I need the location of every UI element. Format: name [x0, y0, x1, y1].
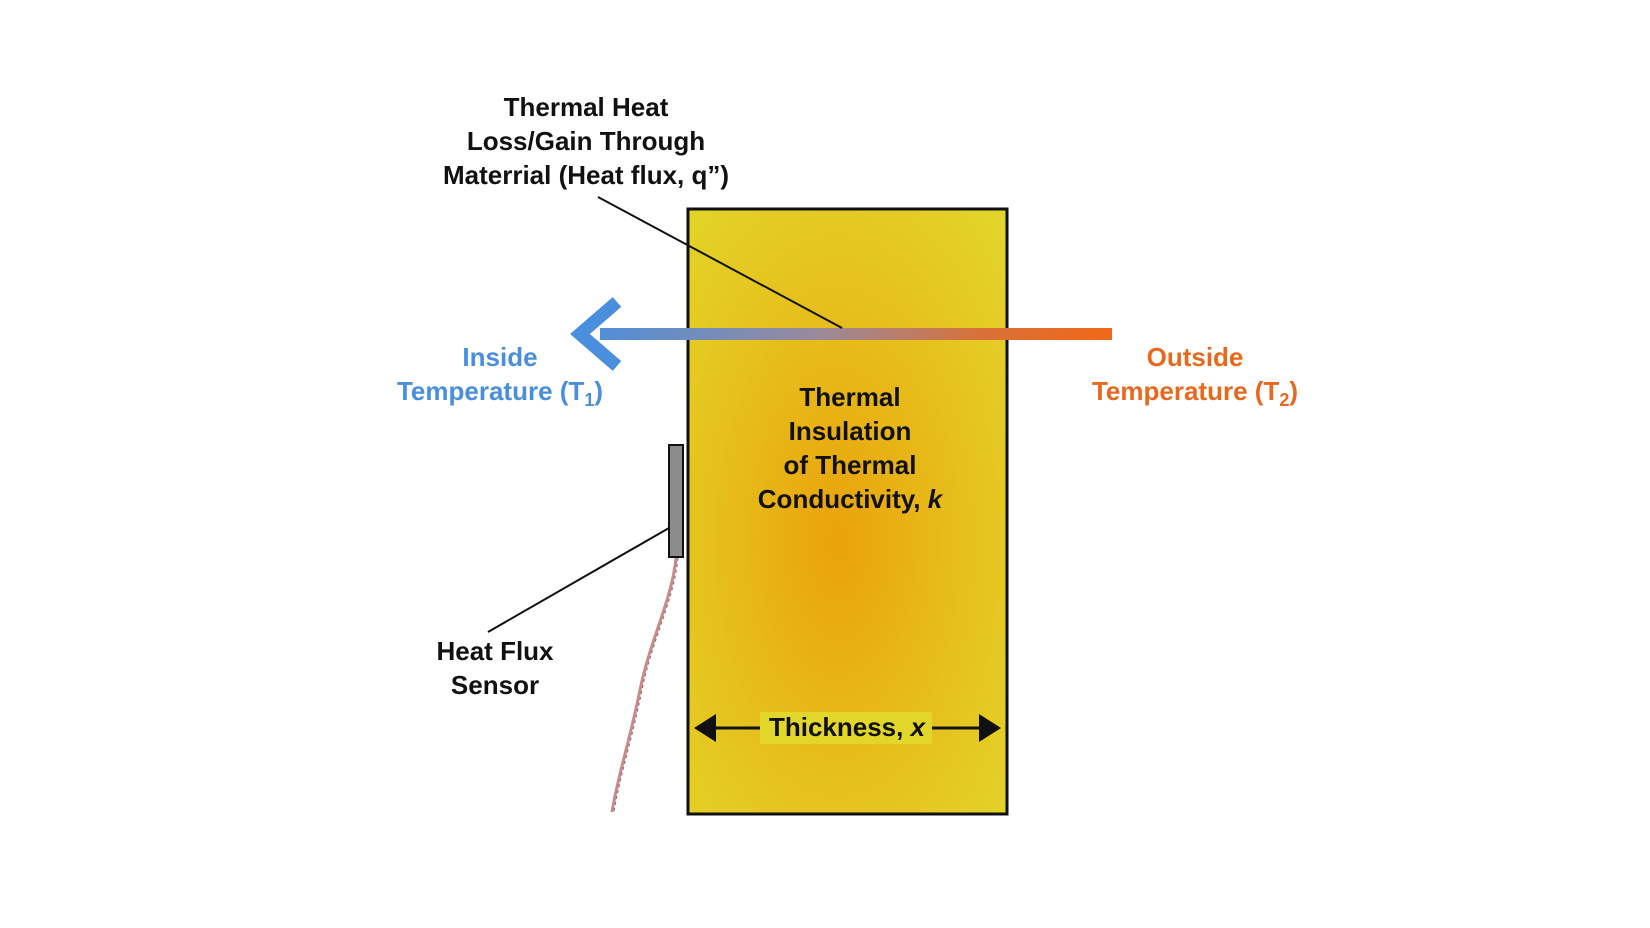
- heat-flux-label-line2: Loss/Gain Through: [466, 126, 706, 156]
- heat-flux-label-line1: Thermal Heat: [503, 92, 669, 122]
- insulation-label-line4: Conductivity, k: [730, 482, 970, 516]
- thickness-label-line: Thickness, x: [758, 712, 936, 742]
- outside-label-line1: Outside: [1146, 342, 1244, 372]
- heat-flux-sensor: [668, 444, 684, 558]
- inside-label-subscript: 1: [584, 390, 595, 410]
- thickness-arrow-right-head: [979, 714, 1001, 742]
- thickness-label-backdrop: [760, 712, 932, 744]
- outside-label-subscript: 2: [1279, 390, 1290, 410]
- sensor-label-line2: Sensor: [450, 670, 540, 700]
- conductivity-variable: k: [927, 484, 943, 514]
- thickness-arrow-left-head: [694, 714, 716, 742]
- outside-temperature-label: Outside Temperature (T2): [1060, 340, 1330, 410]
- insulation-label-line3: of Thermal: [783, 450, 917, 480]
- insulation-label-line1: Thermal: [799, 382, 901, 412]
- inside-label-line2: Temperature (T1): [380, 374, 620, 410]
- outside-label-paren: ): [1289, 376, 1299, 406]
- inside-temperature-label: Inside Temperature (T1): [380, 340, 620, 410]
- sensor-wire: [610, 557, 678, 813]
- thickness-variable: x: [910, 712, 926, 742]
- heat-flux-leader-line: [597, 196, 843, 329]
- heat-flow-arrow-shaft: [600, 328, 1112, 340]
- outside-label-line2: Temperature (T2): [1060, 374, 1330, 410]
- outside-label-text: Temperature (T: [1091, 376, 1280, 406]
- inside-label-text: Temperature (T: [396, 376, 585, 406]
- thickness-label: Thickness, x: [758, 712, 936, 742]
- sensor-label-line1: Heat Flux: [436, 636, 554, 666]
- thickness-label-text: Thickness,: [768, 712, 911, 742]
- heat-flux-sensor-label: Heat Flux Sensor: [410, 634, 580, 702]
- inside-label-line1: Inside: [462, 342, 538, 372]
- insulation-label: Thermal Insulation of Thermal Conductivi…: [730, 380, 970, 516]
- sensor-leader-line: [487, 527, 670, 633]
- insulation-label-text: Conductivity,: [757, 484, 928, 514]
- heat-flux-label: Thermal Heat Loss/Gain Through Materrial…: [431, 90, 741, 192]
- heat-flow-arrow-head: [570, 297, 622, 371]
- inside-label-paren: ): [594, 376, 604, 406]
- insulation-label-line2: Insulation: [788, 416, 912, 446]
- heat-flux-label-line3: Materrial (Heat flux, q”): [442, 160, 730, 190]
